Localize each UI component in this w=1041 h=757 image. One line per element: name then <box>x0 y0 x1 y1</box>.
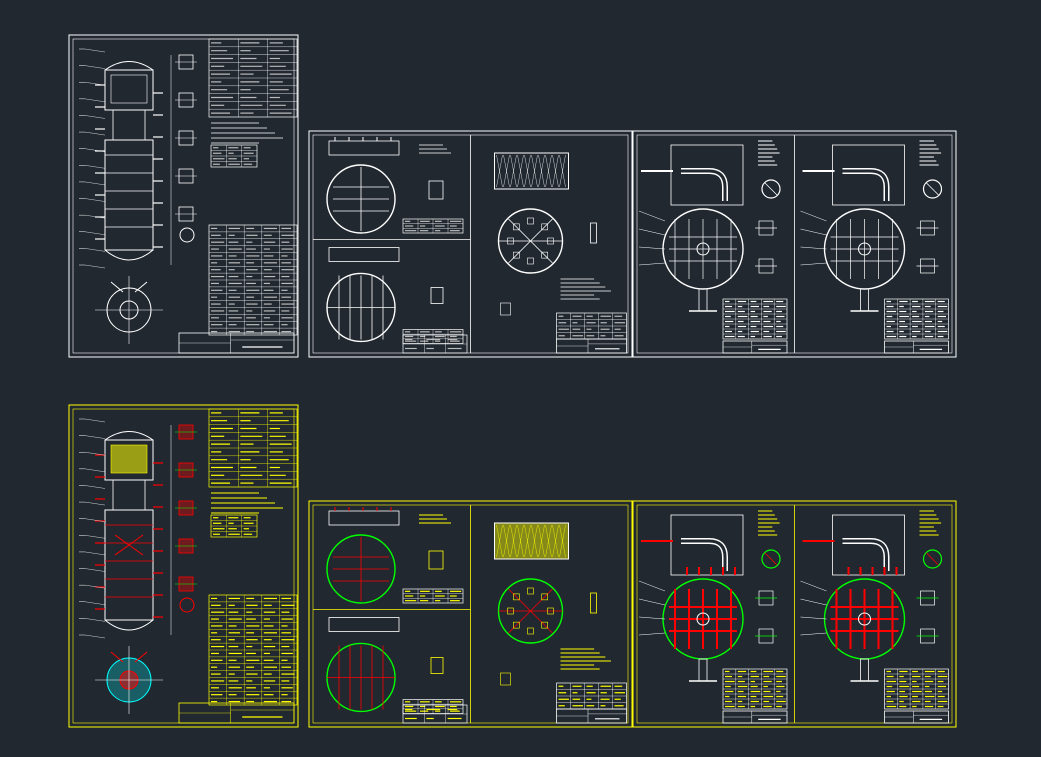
tray-plates-color <box>308 500 633 728</box>
tower-assembly-mono <box>68 34 299 358</box>
spec-tables <box>208 38 298 336</box>
drawing-sheets-layer <box>68 34 957 728</box>
distributors-mono <box>632 130 957 358</box>
packing-support-view <box>494 152 627 340</box>
tower-plan-view <box>95 276 163 344</box>
tray-plates-mono <box>308 130 633 358</box>
distributor-half-right <box>800 510 949 724</box>
detail-views <box>175 424 197 613</box>
tower-plan-view <box>95 646 163 714</box>
distributor-half-left <box>638 140 788 354</box>
detail-views <box>175 54 197 243</box>
spec-tables <box>208 408 298 706</box>
distributor-half-right <box>800 140 949 354</box>
plate-view-upper <box>326 137 464 234</box>
packing-support-view <box>494 522 627 710</box>
plate-view-lower <box>326 247 464 344</box>
plate-view-upper <box>326 507 464 604</box>
plate-view-lower <box>326 617 464 714</box>
tower-shell <box>95 61 163 261</box>
distributor-half-left <box>638 510 788 724</box>
tower-shell <box>95 431 163 631</box>
distributors-color <box>632 500 957 728</box>
tower-assembly-color <box>68 404 299 728</box>
